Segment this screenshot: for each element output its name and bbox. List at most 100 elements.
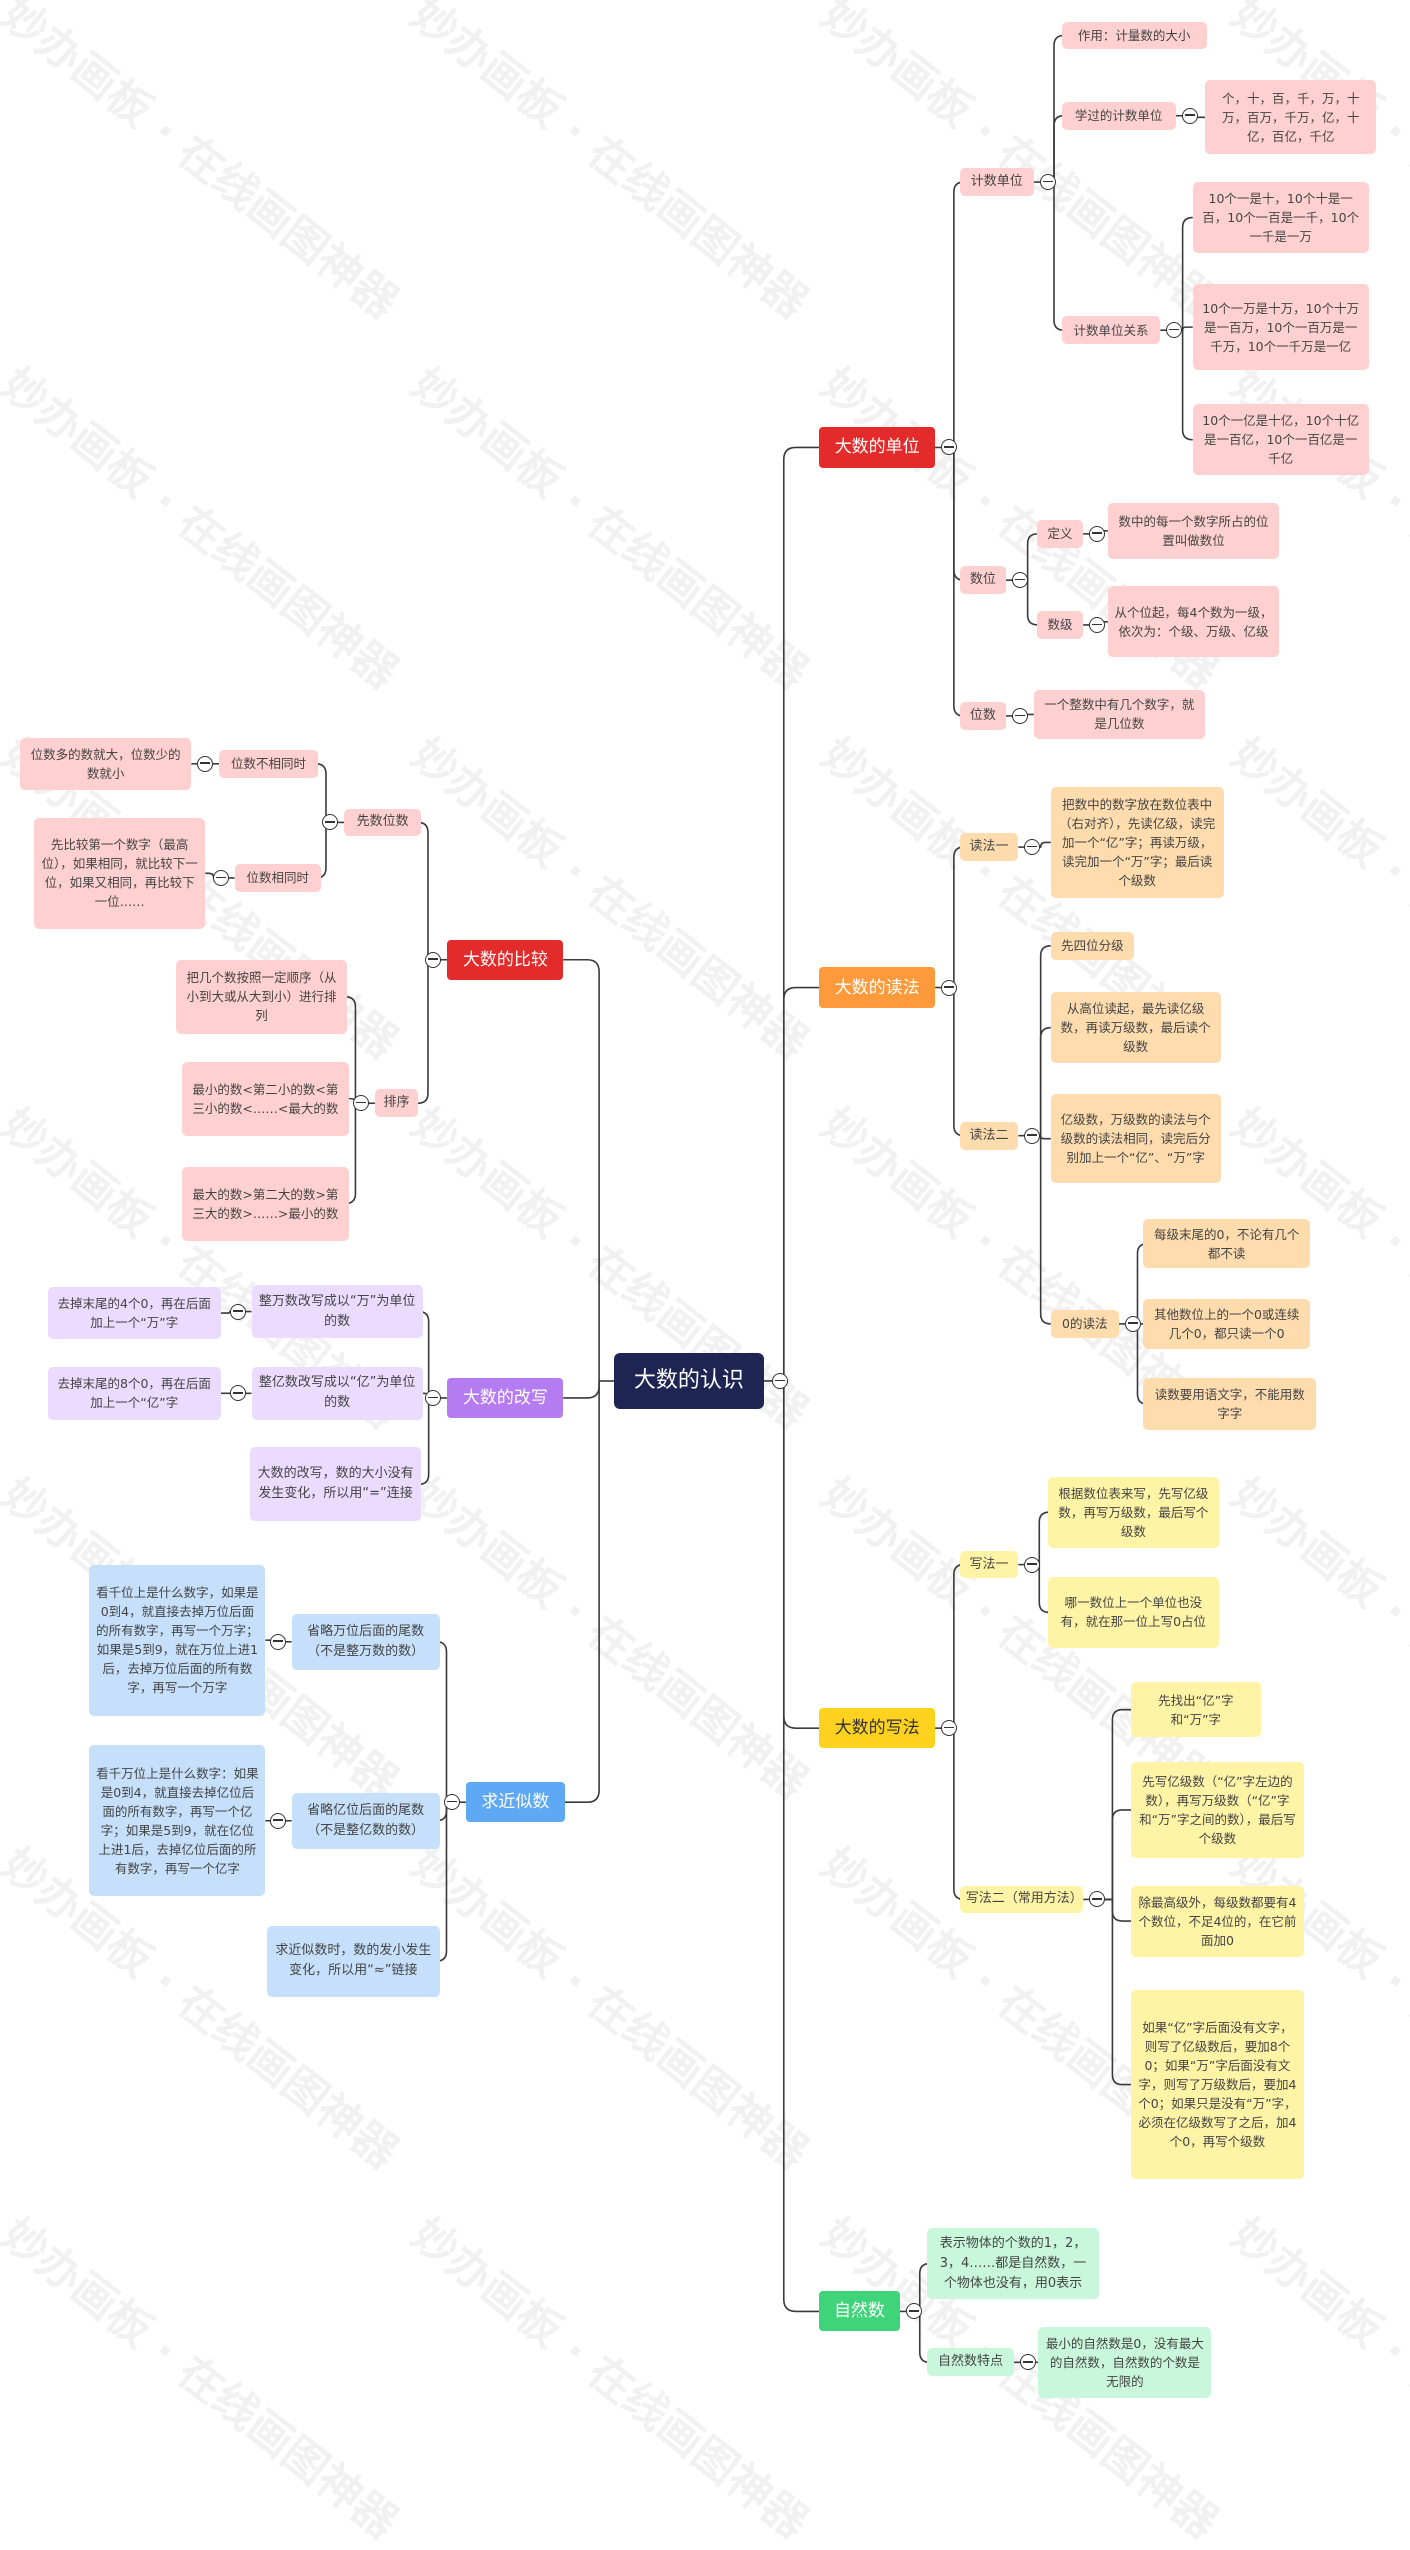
connector-line xyxy=(949,846,964,989)
leaf-node[interactable]: 先找出“亿”字和“万”字 xyxy=(1131,1681,1261,1738)
collapse-toggle-icon[interactable] xyxy=(1181,107,1198,124)
subtopic-node[interactable]: 计数单位 xyxy=(959,168,1034,196)
leaf-node[interactable]: 看千位上是什么数字，如果是0到4，就直接去掉万位后面的所有数字，再写一个万字；如… xyxy=(89,1564,266,1716)
collapse-toggle-icon[interactable] xyxy=(212,869,229,886)
connector-line xyxy=(782,1380,820,2313)
leaf-node[interactable]: 先比较第一个数字（最高位），如果相同，就比较下一位，如果又相同，再比较下一位…… xyxy=(33,817,206,929)
collapse-toggle-icon[interactable] xyxy=(771,1372,788,1389)
collapse-toggle-icon[interactable] xyxy=(1089,525,1106,542)
leaf-node[interactable]: 看千万位上是什么数字：如果是0到4，就直接去掉亿位后面的所有数字，再写一个亿字；… xyxy=(89,1745,266,1897)
branch-rewrite[interactable]: 大数的改写 xyxy=(447,1377,564,1418)
subtopic-node[interactable]: 数级 xyxy=(1036,611,1084,639)
leaf-node[interactable]: 读数要用语文字，不能用数字字 xyxy=(1143,1377,1317,1431)
connector-line xyxy=(1047,181,1065,332)
branch-compare[interactable]: 大数的比较 xyxy=(447,939,564,980)
collapse-toggle-icon[interactable] xyxy=(1012,572,1029,589)
collapse-toggle-icon[interactable] xyxy=(269,1812,286,1829)
subtopic-node[interactable]: 省略万位后面的尾数（不是整万数的数） xyxy=(291,1613,440,1670)
leaf-node[interactable]: 最小的数<第二小的数<第三小的数<……<最大的数 xyxy=(182,1061,349,1136)
subtopic-node[interactable]: 整亿数改写成以“亿”为单位的数 xyxy=(251,1367,423,1420)
subtopic-node[interactable]: 位数相同时 xyxy=(234,864,321,892)
branch-writing[interactable]: 大数的写法 xyxy=(819,1708,936,1749)
connector-line xyxy=(949,1727,964,1901)
connector-line xyxy=(949,986,964,1137)
collapse-toggle-icon[interactable] xyxy=(1024,1556,1041,1573)
subtopic-node[interactable]: 自然数特点 xyxy=(927,2348,1014,2377)
leaf-node[interactable]: 把数中的数字放在数位表中（右对齐），先读亿级，读完加一个“亿”字；再读万级，读完… xyxy=(1050,786,1224,899)
leaf-node[interactable]: 数中的每一个数字所占的位置叫做数位 xyxy=(1107,503,1280,559)
subtopic-node[interactable]: 位数 xyxy=(959,702,1007,730)
leaf-node[interactable]: 10个一是十，10个十是一百，10个一百是一千，10个一千是一万 xyxy=(1192,182,1369,254)
subtopic-node[interactable]: 读法二 xyxy=(959,1121,1019,1150)
collapse-toggle-icon[interactable] xyxy=(1124,1315,1141,1332)
subtopic-node[interactable]: 写法一 xyxy=(959,1550,1019,1579)
collapse-toggle-icon[interactable] xyxy=(229,1303,246,1320)
collapse-toggle-icon[interactable] xyxy=(1019,2354,1036,2371)
subtopic-node[interactable]: 整万数改写成以“万”为单位的数 xyxy=(251,1285,423,1338)
branch-natural[interactable]: 自然数 xyxy=(819,2291,900,2332)
collapse-toggle-icon[interactable] xyxy=(425,1389,442,1406)
subtopic-node[interactable]: 省略亿位后面的尾数（不是整亿数的数） xyxy=(291,1792,440,1849)
leaf-node[interactable]: 最小的自然数是0，没有最大的自然数，自然数的个数是无限的 xyxy=(1038,2326,1212,2398)
collapse-toggle-icon[interactable] xyxy=(1089,1891,1106,1908)
leaf-node[interactable]: 先写亿级数（“亿”字左边的数），再写万级数（“亿”字和“万”字之间的数），最后写… xyxy=(1131,1762,1304,1858)
leaf-node[interactable]: 去掉末尾的8个0，再在后面加上一个“亿”字 xyxy=(47,1367,221,1420)
leaf-node[interactable]: 最大的数>第二大的数>第三大的数>……>最小的数 xyxy=(182,1166,349,1241)
collapse-toggle-icon[interactable] xyxy=(1024,839,1041,856)
subtopic-node[interactable]: 读法一 xyxy=(959,833,1019,861)
subtopic-node[interactable]: 学过的计数单位 xyxy=(1061,101,1176,130)
leaf-node[interactable]: 亿级数，万级数的读法与个级数的读法相同，读完后分别加上一个“亿”、“万”字 xyxy=(1050,1093,1221,1184)
leaf-node[interactable]: 一个整数中有几个数字，就是几位数 xyxy=(1033,689,1206,740)
leaf-node[interactable]: 作用：计量数的大小 xyxy=(1061,21,1207,50)
leaf-node[interactable]: 从高位读起，最先读亿级数，再读万级数，最后读个级数 xyxy=(1050,992,1221,1064)
subtopic-node[interactable]: 位数不相同时 xyxy=(219,749,318,778)
leaf-node[interactable]: 哪一数位上一个单位也没有，就在那一位上写0占位 xyxy=(1047,1576,1219,1648)
leaf-node[interactable]: 先四位分级 xyxy=(1050,931,1135,960)
connector-line xyxy=(1032,945,1051,1137)
leaf-node[interactable]: 每级末尾的0，不论有几个都不读 xyxy=(1143,1218,1310,1269)
subtopic-node[interactable]: 0的读法 xyxy=(1050,1310,1119,1338)
collapse-toggle-icon[interactable] xyxy=(352,1095,369,1112)
collapse-toggle-icon[interactable] xyxy=(229,1385,246,1402)
leaf-node[interactable]: 位数多的数就大，位数少的数就小 xyxy=(20,737,192,790)
connector-line xyxy=(782,1380,820,1729)
collapse-toggle-icon[interactable] xyxy=(322,814,339,831)
leaf-node[interactable]: 表示物体的个数的1，2，3，4……都是自然数，一个物体也没有，用0表示 xyxy=(927,2228,1099,2300)
leaf-node[interactable]: 如果“亿”字后面没有文字，则写了亿级数后，要加8个0；如果“万”字后面没有文字，… xyxy=(1131,1990,1304,2179)
leaf-node[interactable]: 其他数位上的一个0或连续几个0，都只读一个0 xyxy=(1143,1299,1310,1349)
leaf-node[interactable]: 大数的改写，数的大小没有发生变化，所以用“=”连接 xyxy=(249,1447,422,1522)
leaf-node[interactable]: 从个位起，每4个数为一级，依次为：个级、万级、亿级 xyxy=(1107,586,1280,658)
branch-reading[interactable]: 大数的读法 xyxy=(819,967,936,1008)
subtopic-node[interactable]: 先数位数 xyxy=(344,808,422,837)
subtopic-node[interactable]: 写法二（常用方法） xyxy=(959,1885,1084,1914)
collapse-toggle-icon[interactable] xyxy=(269,1633,286,1650)
leaf-node[interactable]: 10个一亿是十亿，10个十亿是一百亿，10个一百亿是一千亿 xyxy=(1192,404,1369,476)
leaf-node[interactable]: 除最高级外，每级数都要有4个数位，不足4位的，在它前面加0 xyxy=(1131,1885,1304,1957)
root-topic[interactable]: 大数的认识 xyxy=(614,1353,764,1409)
branch-approx[interactable]: 求近似数 xyxy=(465,1782,565,1823)
collapse-toggle-icon[interactable] xyxy=(905,2303,922,2320)
collapse-toggle-icon[interactable] xyxy=(1012,707,1029,724)
leaf-node[interactable]: 求近似数时，数的发小发生变化，所以用“≈”链接 xyxy=(266,1925,440,1997)
leaf-node[interactable]: 根据数位表来写，先写亿级数，再写万级数，最后写个级数 xyxy=(1047,1476,1219,1548)
leaf-node[interactable]: 把几个数按照一定顺序（从小到大或从大到小）进行排列 xyxy=(175,959,348,1034)
branch-units[interactable]: 大数的单位 xyxy=(819,427,936,468)
collapse-toggle-icon[interactable] xyxy=(1039,174,1056,191)
collapse-toggle-icon[interactable] xyxy=(941,439,958,456)
leaf-node[interactable]: 10个一万是十万，10个十万是一百万，10个一百万是一千万，10个一千万是一亿 xyxy=(1192,283,1369,371)
collapse-toggle-icon[interactable] xyxy=(1089,616,1106,633)
connector-line xyxy=(564,1380,600,1804)
collapse-toggle-icon[interactable] xyxy=(425,951,442,968)
subtopic-node[interactable]: 数位 xyxy=(959,566,1007,595)
collapse-toggle-icon[interactable] xyxy=(1024,1127,1041,1144)
collapse-toggle-icon[interactable] xyxy=(941,1720,958,1737)
collapse-toggle-icon[interactable] xyxy=(1166,322,1183,339)
collapse-toggle-icon[interactable] xyxy=(443,1794,460,1811)
leaf-node[interactable]: 个，十，百，千，万，十万，百万，千万，亿，十亿，百亿，千亿 xyxy=(1205,80,1377,155)
subtopic-node[interactable]: 计数单位关系 xyxy=(1061,316,1161,345)
leaf-node[interactable]: 去掉末尾的4个0，再在后面加上一个“万”字 xyxy=(47,1286,221,1340)
collapse-toggle-icon[interactable] xyxy=(941,979,958,996)
collapse-toggle-icon[interactable] xyxy=(197,755,214,772)
subtopic-node[interactable]: 排序 xyxy=(374,1089,419,1118)
subtopic-node[interactable]: 定义 xyxy=(1036,519,1084,548)
